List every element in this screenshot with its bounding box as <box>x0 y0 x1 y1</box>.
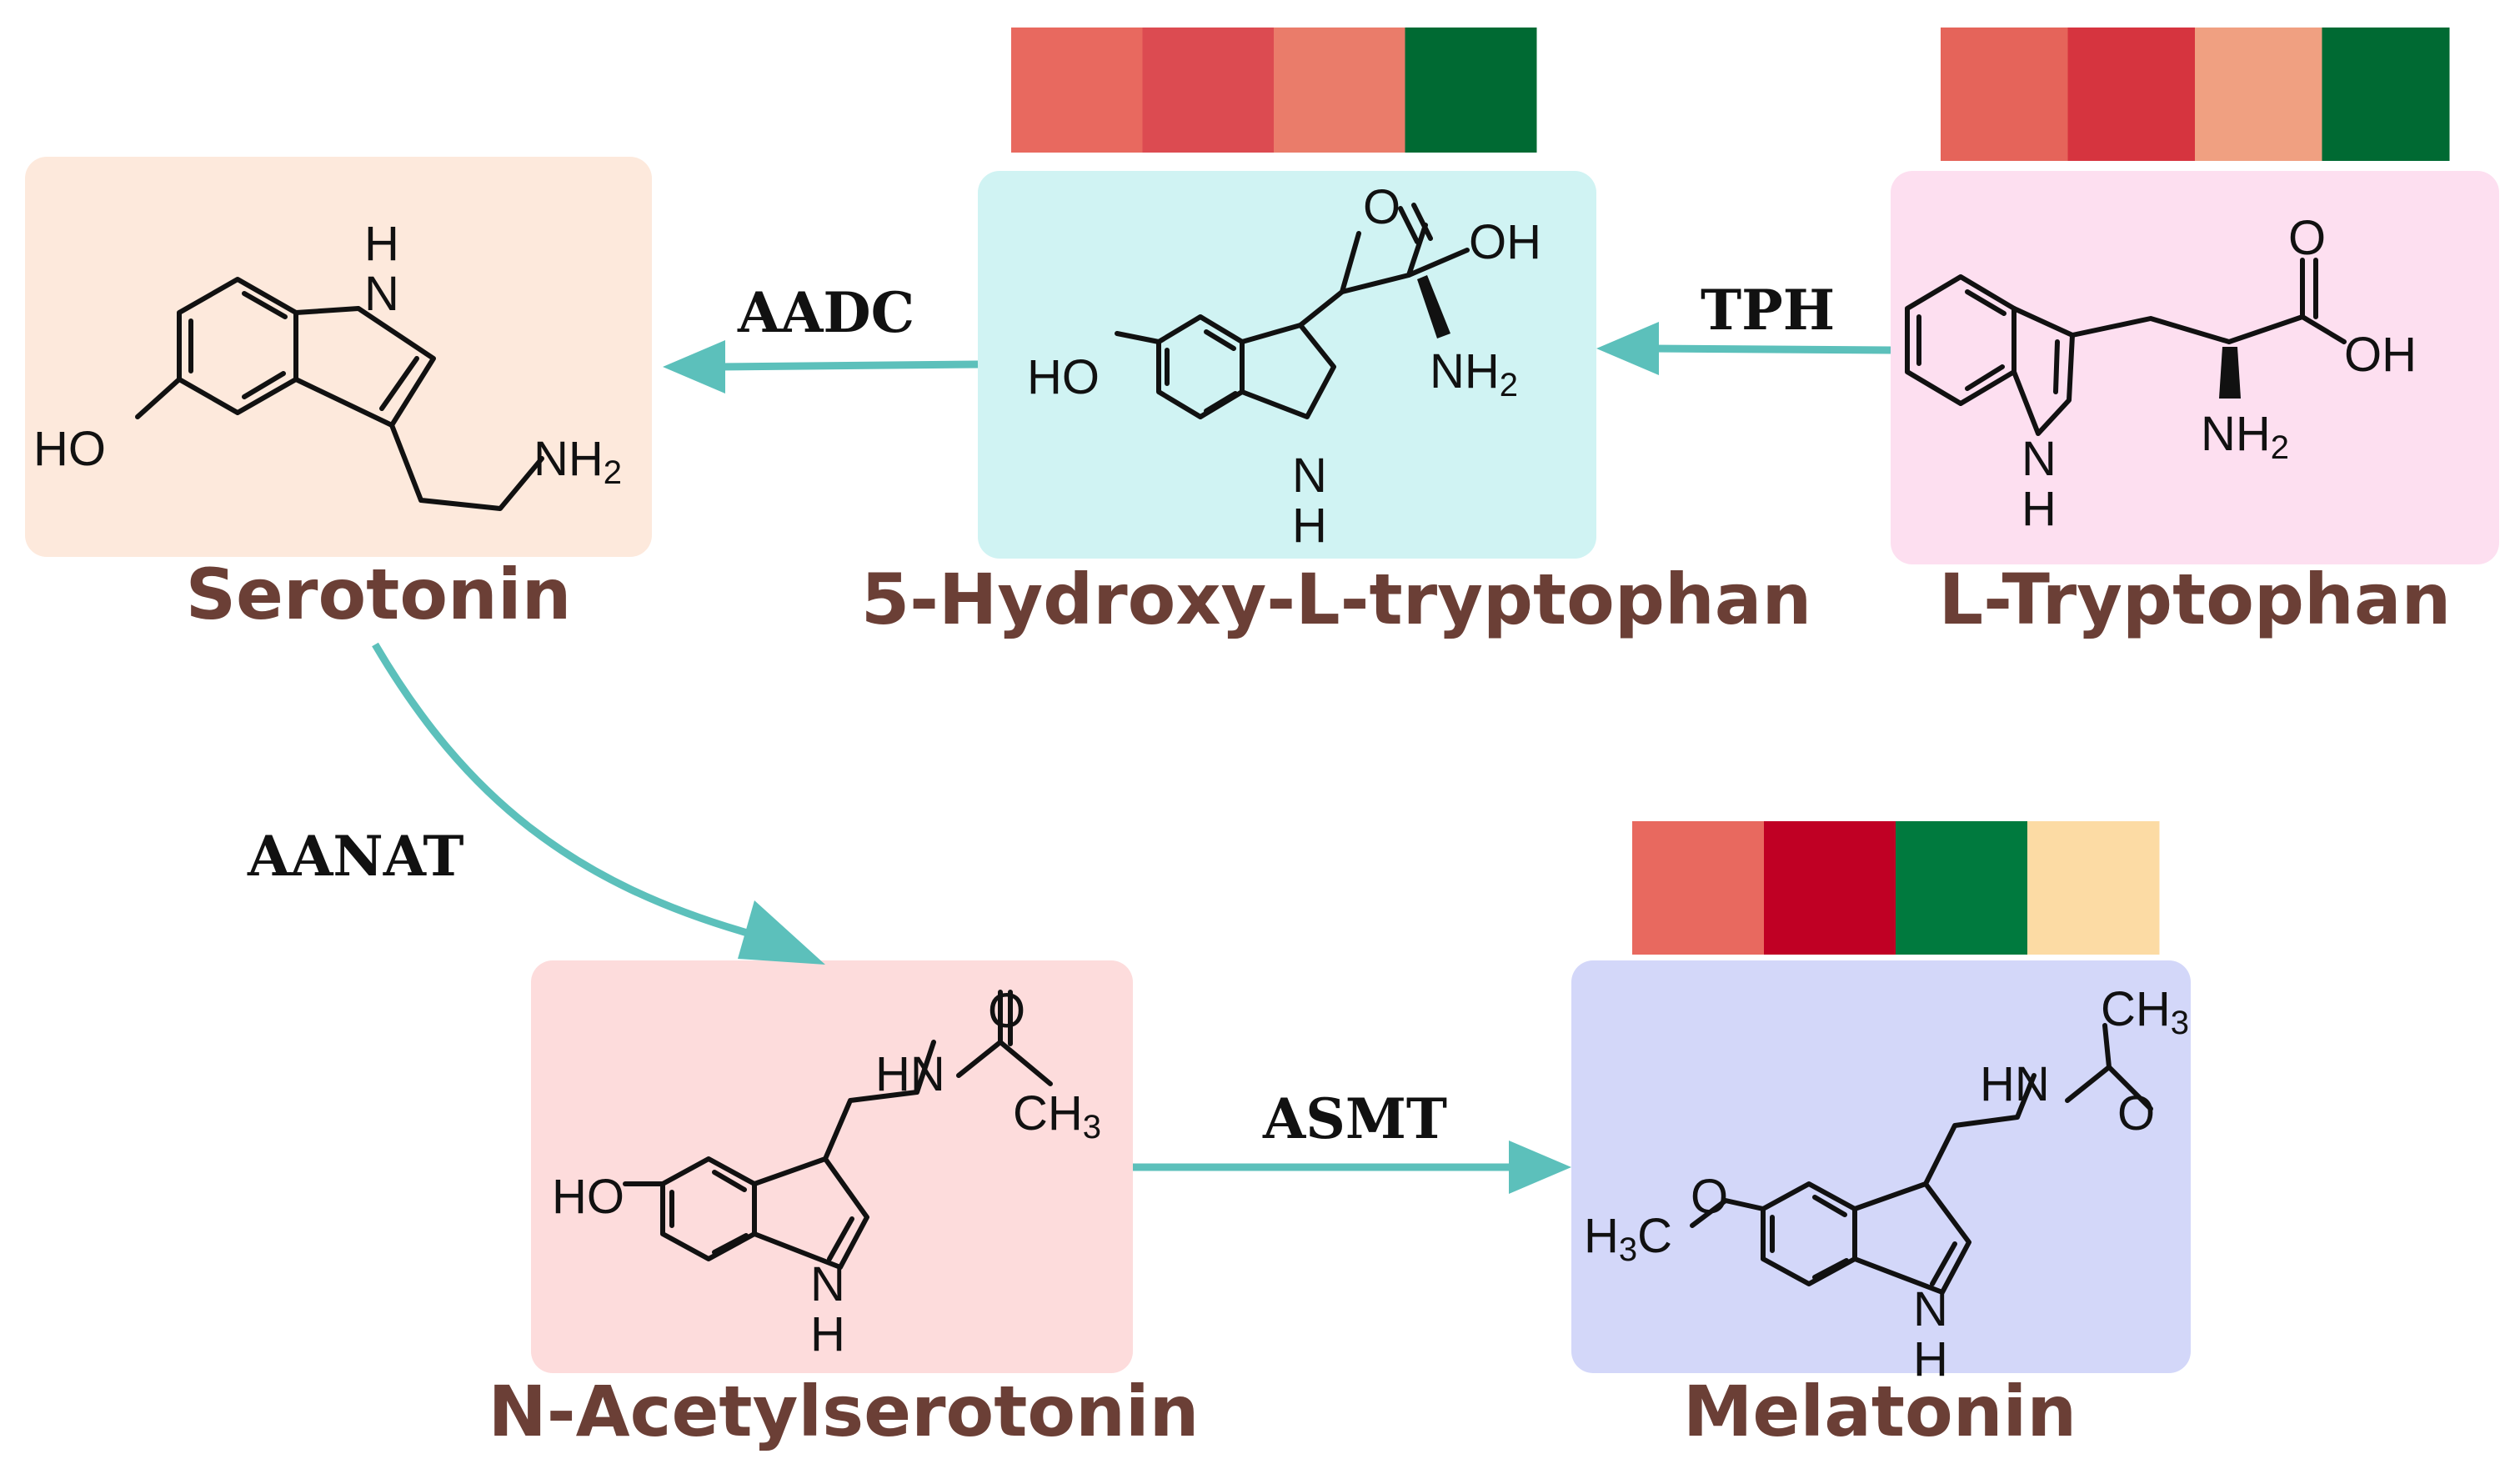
atom-oh: OH <box>2344 328 2417 382</box>
heatmap-melatonin <box>1632 821 2160 955</box>
heatmap-cell <box>2322 28 2450 161</box>
tryptophan-box <box>1891 171 2499 564</box>
structure-nas: O HN CH3 HO N H <box>552 984 1101 1361</box>
heatmap-cell <box>2027 821 2160 955</box>
atom-methyl: CH3 <box>1013 1086 1101 1146</box>
compound-label-nas: N-Acetylserotonin <box>488 1371 1199 1452</box>
heatmap-cell <box>1941 28 2068 161</box>
heatmap-cell <box>1896 821 2028 955</box>
compound-label-melatonin: Melatonin <box>1683 1371 2077 1452</box>
serotonin-box <box>25 157 652 557</box>
enzyme-label-aanat: AANAT <box>247 824 463 889</box>
atom-ring-n: N <box>364 267 399 321</box>
compound-label-tryptophan: L-Tryptophan <box>1939 559 2452 640</box>
heatmap-cell <box>2195 28 2322 161</box>
atom-ho: HO <box>552 1170 624 1224</box>
atom-ring-h: H <box>1913 1332 1948 1386</box>
heatmap-cell <box>1764 821 1896 955</box>
atom-carbonyl-o: O <box>1363 180 1400 234</box>
atom-hn: HN <box>875 1047 945 1101</box>
atom-carbonyl-o: O <box>988 984 1025 1038</box>
atom-ring-n: N <box>2022 432 2057 486</box>
atom-ring-h: H <box>1292 499 1327 553</box>
htp-box <box>978 171 1596 559</box>
atom-amine: NH2 <box>2201 407 2289 466</box>
atom-ring-n: N <box>810 1257 845 1311</box>
wedge-bond <box>2219 347 2241 399</box>
enzyme-label-asmt: ASMT <box>1262 1086 1447 1151</box>
enzyme-label-aadc: AADC <box>737 280 914 345</box>
arrow-asmt <box>1133 1141 1571 1194</box>
arrow-tph <box>1596 322 1891 375</box>
atom-ho: HO <box>1027 350 1100 404</box>
heatmap-htp <box>1011 28 1537 153</box>
atom-hn: HN <box>1980 1057 2050 1111</box>
atom-ring-h: H <box>364 217 399 271</box>
atom-oh: OH <box>1469 215 1541 269</box>
structure-melatonin: CH3 HN O H3C O N H <box>1584 982 2189 1386</box>
melatonin-box <box>1571 960 2191 1373</box>
atom-methoxy-o: O <box>1691 1170 1728 1224</box>
atom-ring-n: N <box>1913 1282 1948 1336</box>
atom-carbonyl-o: O <box>2117 1086 2155 1141</box>
atom-carbonyl-o: O <box>2288 211 2326 265</box>
structure-htp: O OH HO NH2 N H <box>1027 180 1541 553</box>
atom-ring-n: N <box>1292 449 1327 503</box>
compound-label-htp: 5-Hydroxy-L-tryptophan <box>861 559 1812 640</box>
wedge-bond <box>1417 275 1450 338</box>
heatmap-cell <box>1274 28 1405 153</box>
compound-label-serotonin: Serotonin <box>186 554 572 635</box>
atom-ho: HO <box>33 422 106 476</box>
structure-tryptophan: O OH NH2 N H <box>1905 211 2417 536</box>
atom-amine: NH2 <box>1430 344 1518 404</box>
heatmap-cell <box>1011 28 1143 153</box>
arrow-aadc <box>663 340 979 394</box>
heatmap-cell <box>1632 821 1765 955</box>
enzyme-label-tph: TPH <box>1701 278 1835 343</box>
heatmap-cell <box>2067 28 2196 161</box>
arrow-aanat <box>372 642 825 965</box>
heatmap-tryptophan <box>1941 28 2450 161</box>
atom-ring-h: H <box>810 1307 845 1361</box>
structure-serotonin: H N HO NH2 <box>33 217 622 511</box>
heatmap-cell <box>1142 28 1275 153</box>
heatmap-cell <box>1405 28 1537 153</box>
atom-methyl: CH3 <box>2101 982 2189 1041</box>
atom-amine: NH2 <box>534 432 622 491</box>
atom-ring-h: H <box>2022 482 2057 536</box>
atom-methoxy: H3C <box>1584 1209 1672 1268</box>
